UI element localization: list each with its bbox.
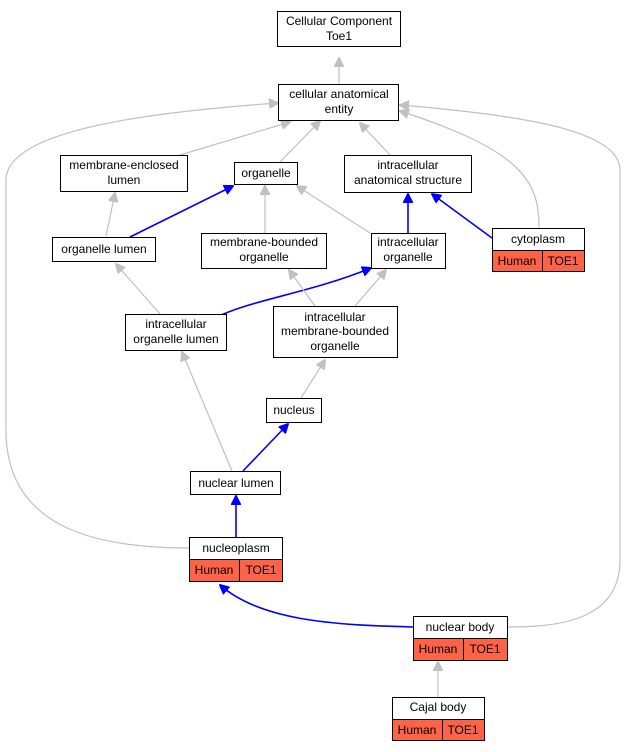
- node-organelle[interactable]: organelle: [234, 162, 298, 185]
- node-label: nucleoplasm: [202, 541, 269, 555]
- node-label: membrane-bounded: [210, 235, 318, 249]
- node-label: lumen: [108, 173, 141, 187]
- edge-nuclear-lumen-to-iol: [182, 352, 233, 472]
- node-label: organelle: [310, 339, 360, 353]
- species-label: Human: [498, 254, 537, 268]
- edge-ias-to-entity: [360, 123, 391, 156]
- annotation-row: Human TOE1: [492, 250, 585, 272]
- node-intracellular-membrane-bounded-organelle[interactable]: intracellular membrane-bounded organelle: [273, 306, 398, 358]
- species-label: Human: [419, 642, 458, 656]
- edge-membrane-enclosed-lumen-to-entity: [179, 122, 290, 156]
- edge-nuclear-body-to-entity: [400, 105, 621, 628]
- edge-nuclear-lumen-to-nucleus: [242, 424, 288, 472]
- node-intracellular-organelle-lumen[interactable]: intracellular organelle lumen: [125, 314, 227, 351]
- edges: [5, 58, 621, 697]
- node-label: intracellular: [145, 317, 206, 331]
- node-organelle-lumen[interactable]: organelle lumen: [52, 237, 156, 262]
- edge-organelle-lumen-to-membrane-enclosed-lumen: [105, 193, 115, 237]
- node-membrane-enclosed-lumen[interactable]: membrane-enclosed lumen: [60, 155, 188, 192]
- species-label: Human: [398, 723, 437, 737]
- node-label: cellular anatomical: [289, 87, 388, 101]
- gene-label: TOE1: [547, 254, 578, 268]
- edge-cytoplasm-to-ias: [432, 194, 493, 239]
- node-label: intracellular: [304, 310, 365, 324]
- node-label: organelle: [383, 250, 433, 264]
- annotation-row: Human TOE1: [413, 638, 508, 661]
- node-label: organelle: [239, 250, 289, 264]
- edge-imbo-to-mbo: [289, 270, 316, 307]
- edge-io-to-organelle: [297, 186, 371, 234]
- node-nuclear-body[interactable]: nuclear body Human TOE1: [413, 616, 508, 661]
- node-label: nuclear body: [426, 620, 495, 634]
- node-label: anatomical structure: [354, 173, 462, 187]
- edge-nucleoplasm-to-entity: [5, 103, 278, 549]
- node-nuclear-lumen[interactable]: nuclear lumen: [190, 471, 281, 495]
- edge-cytoplasm-to-entity: [400, 111, 540, 230]
- edge-organelle-to-entity: [279, 121, 320, 163]
- edge-iol-to-organelle-lumen: [116, 264, 161, 315]
- node-label: Cellular Component: [286, 14, 393, 28]
- nodes: Cellular Component Toe1 cellular anatomi…: [52, 11, 585, 741]
- node-intracellular-anatomical-structure[interactable]: intracellular anatomical structure: [344, 155, 472, 193]
- gene-label: TOE1: [447, 723, 478, 737]
- node-cellular-anatomical-entity[interactable]: cellular anatomical entity: [278, 84, 399, 121]
- node-label: membrane-bounded: [281, 324, 389, 338]
- annotation-row: Human TOE1: [392, 719, 485, 741]
- edge-nucleus-to-imbo: [300, 360, 325, 399]
- node-label: organelle lumen: [133, 332, 218, 346]
- node-nucleus[interactable]: nucleus: [266, 398, 322, 423]
- node-nucleoplasm[interactable]: nucleoplasm Human TOE1: [189, 537, 283, 582]
- node-label: Cajal body: [410, 700, 467, 714]
- edge-imbo-to-io: [354, 270, 386, 307]
- node-membrane-bounded-organelle[interactable]: membrane-bounded organelle: [201, 233, 327, 269]
- node-label: nucleus: [273, 403, 314, 417]
- node-label: organelle lumen: [61, 242, 146, 256]
- node-cajal-body[interactable]: Cajal body Human TOE1: [392, 697, 485, 741]
- node-label: entity: [325, 102, 354, 116]
- node-cytoplasm[interactable]: cytoplasm Human TOE1: [492, 228, 585, 272]
- gene-label: TOE1: [469, 642, 500, 656]
- node-label: intracellular: [377, 235, 438, 249]
- node-label: Toe1: [326, 29, 352, 43]
- node-label: cytoplasm: [511, 232, 565, 246]
- node-cellular-component[interactable]: Cellular Component Toe1: [277, 11, 401, 47]
- node-label: organelle: [241, 166, 291, 180]
- edge-nuclear-body-to-nucleoplasm: [220, 585, 414, 628]
- edge-organelle-lumen-to-organelle: [129, 186, 233, 238]
- species-label: Human: [195, 563, 234, 577]
- node-intracellular-organelle[interactable]: intracellular organelle: [371, 233, 446, 269]
- node-label: membrane-enclosed: [69, 158, 178, 172]
- node-label: nuclear lumen: [198, 476, 273, 490]
- gene-label: TOE1: [245, 563, 276, 577]
- annotation-row: Human TOE1: [189, 559, 283, 582]
- edge-iol-to-io: [214, 268, 371, 319]
- node-label: intracellular: [377, 158, 438, 172]
